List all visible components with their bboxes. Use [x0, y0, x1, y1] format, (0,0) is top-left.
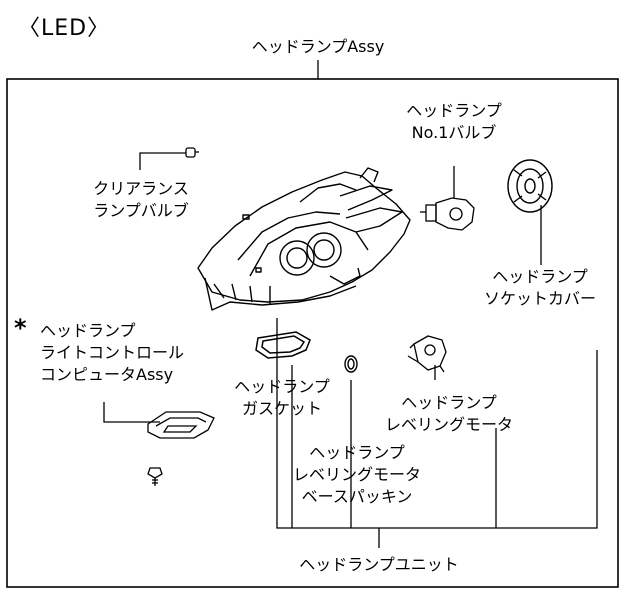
diagram-title: 〈LED〉: [18, 16, 111, 41]
label-base-packing: ヘッドランプ レベリングモータ ベースパッキン: [292, 443, 421, 506]
label-clearance-bulb: クリアランス ランプバルブ: [93, 179, 189, 220]
label-assy: ヘッドランプAssy: [251, 37, 385, 56]
leveling-motor: [407, 335, 447, 373]
outer-frame: [6, 78, 619, 588]
label-no1-bulb: ヘッドランプ No.1バルブ: [406, 101, 502, 142]
base-packing: [344, 355, 358, 373]
label-unit: ヘッドランプユニット: [299, 555, 459, 574]
gasket: [255, 331, 311, 359]
label-gasket: ヘッドランプ ガスケット: [234, 377, 330, 418]
asterisk-mark: *: [14, 314, 27, 342]
socket-cover: [507, 159, 553, 213]
label-socket-cover: ヘッドランプ ソケットカバー: [483, 267, 596, 308]
no1-bulb: [420, 166, 475, 231]
label-light-control: ヘッドランプ ライトコントロール コンピュータAssy: [40, 321, 185, 384]
clearance-bulb: [139, 147, 199, 170]
unit-bracket: [276, 205, 598, 548]
light-control-computer: [103, 402, 215, 439]
headlamp-body: [197, 167, 411, 311]
bolt: [147, 467, 163, 486]
label-leveling-motor: ヘッドランプ レベリングモータ: [384, 393, 513, 434]
